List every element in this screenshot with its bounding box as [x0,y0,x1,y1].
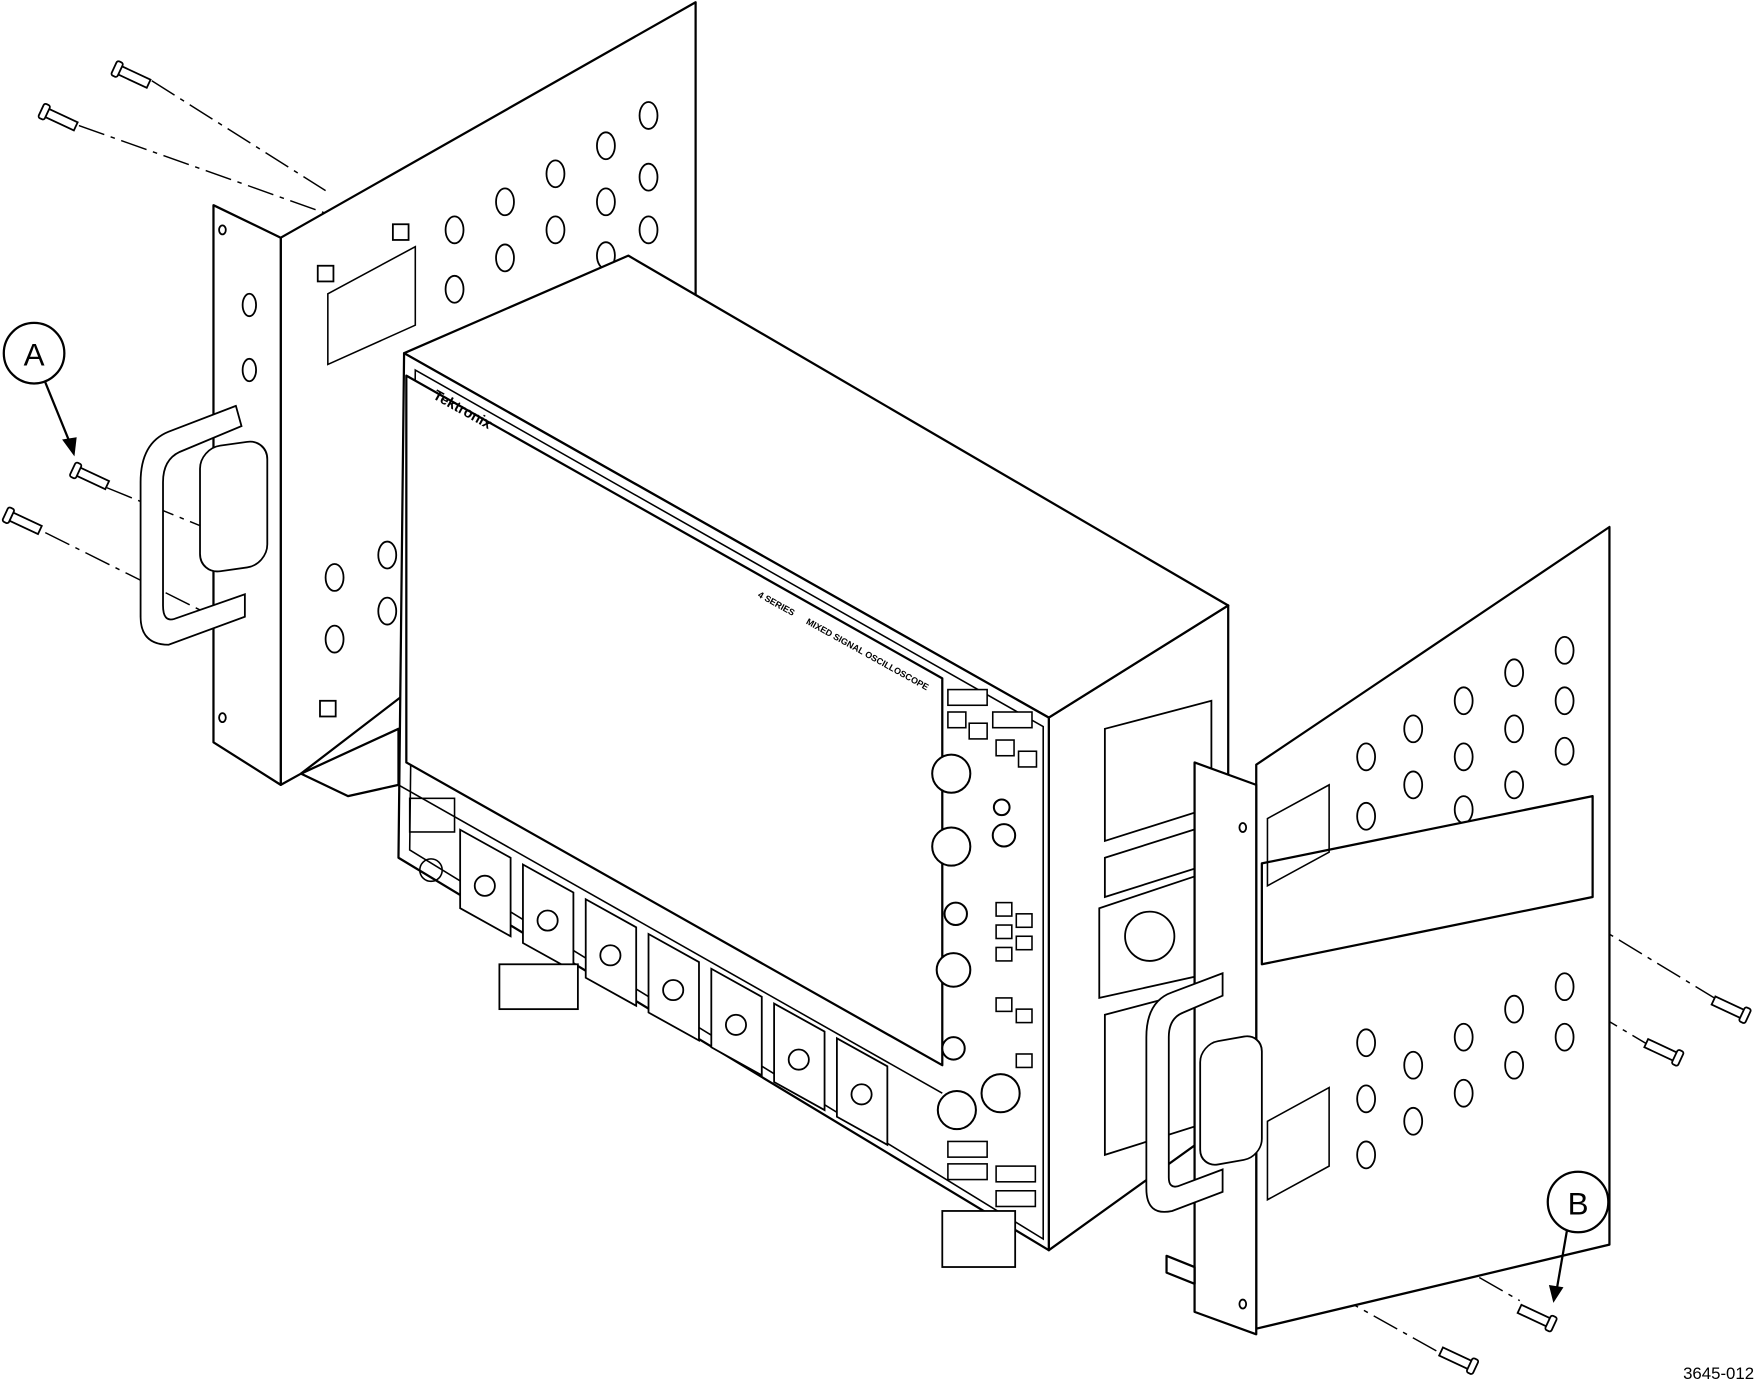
callout-a-label: A [24,338,45,373]
callout-b: B [1546,1170,1610,1303]
display-screen [405,374,944,1067]
power-button [418,858,443,883]
usb-slot [408,797,456,833]
callout-b-label: B [1568,1186,1589,1221]
feet [498,963,1017,1268]
channel-inputs [459,828,889,1147]
control-knobs [931,753,1021,1131]
right-rack-bracket [1145,525,1611,1336]
figure-id: 3645-012 [1683,1364,1754,1383]
control-buttons [947,688,1038,1208]
screws [1,60,1752,1375]
screw-a [69,461,111,491]
callout-a: A [2,321,77,457]
screw-b [1516,1303,1558,1333]
oscilloscope: Tektronix 4 SERIES MIXED SIGNAL OSCILLOS… [397,254,1230,1268]
